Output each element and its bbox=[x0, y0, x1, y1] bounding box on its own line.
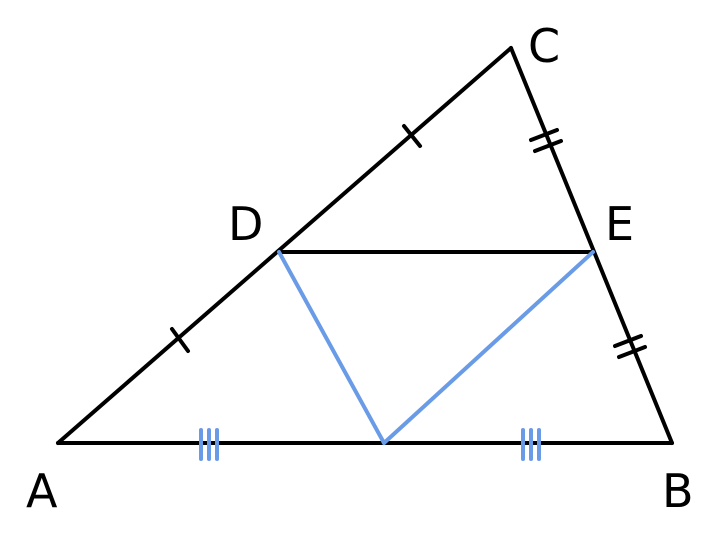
double-tick-mark-ce bbox=[529, 128, 563, 153]
tick-mark-ad bbox=[170, 327, 190, 353]
side-bc bbox=[509, 46, 674, 445]
tick-mark-dc bbox=[402, 124, 422, 148]
vertex-label-b: B bbox=[662, 464, 694, 518]
triple-tick-mark-right bbox=[521, 428, 541, 461]
vertex-label-a: A bbox=[26, 464, 58, 518]
double-tick-mark-eb bbox=[613, 334, 647, 359]
segment-d-mid bbox=[277, 250, 386, 445]
side-ac bbox=[56, 46, 513, 445]
vertex-label-e: E bbox=[605, 197, 634, 251]
vertex-label-d: D bbox=[228, 197, 263, 251]
segment-e-mid bbox=[382, 250, 595, 445]
vertex-label-c: C bbox=[528, 19, 560, 73]
triple-tick-mark-left bbox=[199, 428, 219, 461]
